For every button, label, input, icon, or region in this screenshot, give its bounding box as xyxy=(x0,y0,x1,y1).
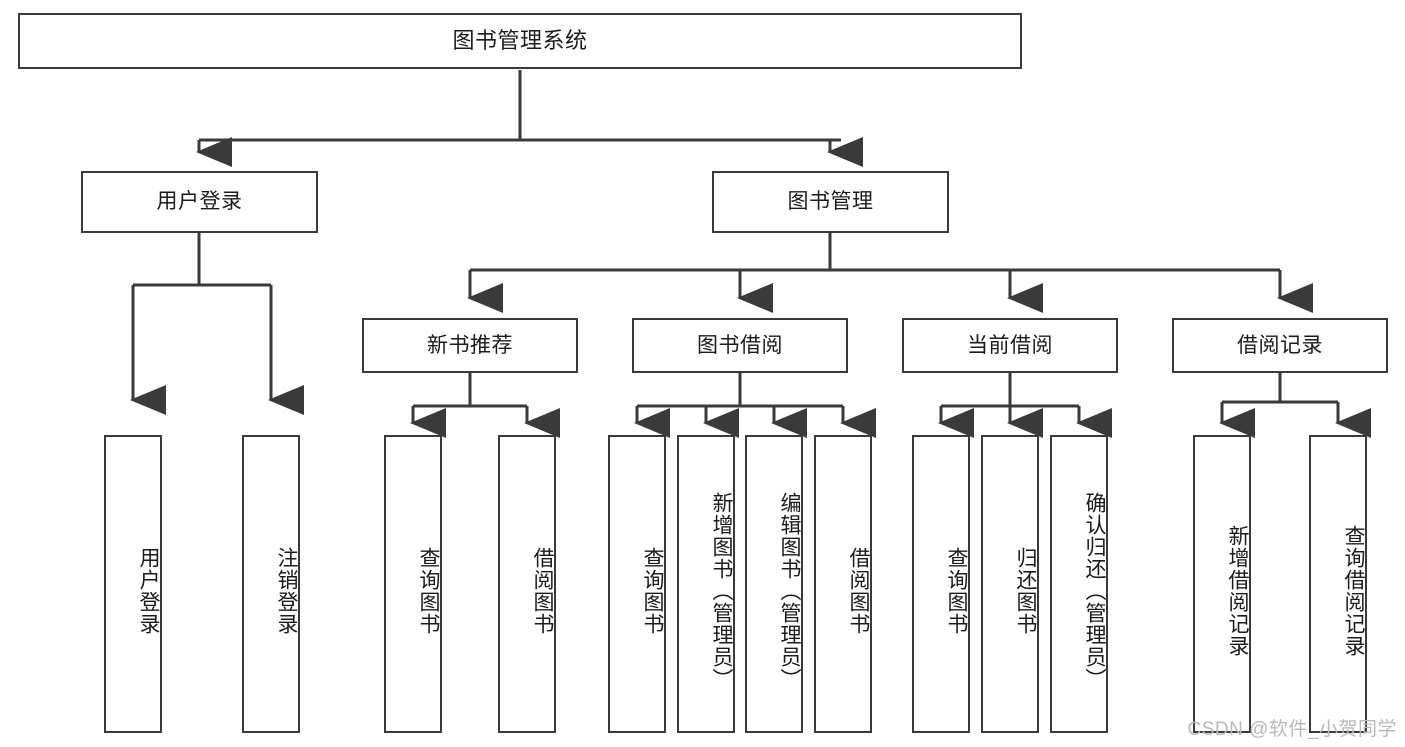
node-user-login[interactable]: 用户登录 xyxy=(81,171,318,233)
node-leaf-user-logout[interactable]: 注销登录 xyxy=(242,435,300,733)
node-leaf-borrow-book-1[interactable]: 借阅图书 xyxy=(498,435,556,733)
node-leaf-edit-book-label: 编辑图书（管理员） xyxy=(778,492,801,690)
node-borrow-record-label: 借阅记录 xyxy=(1237,333,1323,357)
node-book-borrow[interactable]: 图书借阅 xyxy=(632,318,848,373)
watermark: CSDN @软件_小贺同学 xyxy=(1187,719,1397,740)
node-leaf-return-book[interactable]: 归还图书 xyxy=(981,435,1039,733)
node-leaf-query-book-1[interactable]: 查询图书 xyxy=(384,435,442,733)
node-root[interactable]: 图书管理系统 xyxy=(18,13,1022,69)
node-leaf-add-record-label: 新增借阅记录 xyxy=(1226,525,1249,657)
node-leaf-query-book-3-label: 查询图书 xyxy=(945,547,968,635)
node-leaf-edit-book[interactable]: 编辑图书（管理员） xyxy=(745,435,803,733)
node-new-book-rec[interactable]: 新书推荐 xyxy=(362,318,578,373)
node-leaf-user-login-label: 用户登录 xyxy=(137,547,160,635)
node-current-borrow[interactable]: 当前借阅 xyxy=(902,318,1118,373)
node-leaf-query-book-2-label: 查询图书 xyxy=(641,547,664,635)
node-leaf-query-record[interactable]: 查询借阅记录 xyxy=(1309,435,1367,733)
node-current-borrow-label: 当前借阅 xyxy=(967,333,1053,357)
node-book-manage[interactable]: 图书管理 xyxy=(712,171,949,233)
node-leaf-add-book[interactable]: 新增图书（管理员） xyxy=(677,435,735,733)
node-leaf-query-book-1-label: 查询图书 xyxy=(417,547,440,635)
node-leaf-borrow-book-2[interactable]: 借阅图书 xyxy=(814,435,872,733)
node-leaf-return-book-label: 归还图书 xyxy=(1014,547,1037,635)
node-leaf-query-book-2[interactable]: 查询图书 xyxy=(608,435,666,733)
node-leaf-user-logout-label: 注销登录 xyxy=(275,547,298,635)
node-leaf-borrow-book-2-label: 借阅图书 xyxy=(847,547,870,635)
node-leaf-add-book-label: 新增图书（管理员） xyxy=(710,492,733,690)
node-leaf-borrow-book-1-label: 借阅图书 xyxy=(531,547,554,635)
node-leaf-add-record[interactable]: 新增借阅记录 xyxy=(1193,435,1251,733)
node-user-login-label: 用户登录 xyxy=(156,190,243,214)
node-leaf-user-login[interactable]: 用户登录 xyxy=(104,435,162,733)
node-leaf-confirm-return[interactable]: 确认归还（管理员） xyxy=(1050,435,1108,733)
node-book-manage-label: 图书管理 xyxy=(787,190,874,214)
node-new-book-rec-label: 新书推荐 xyxy=(427,333,513,357)
node-leaf-confirm-return-label: 确认归还（管理员） xyxy=(1083,492,1106,690)
node-book-borrow-label: 图书借阅 xyxy=(697,333,783,357)
node-leaf-query-record-label: 查询借阅记录 xyxy=(1342,525,1365,657)
node-root-label: 图书管理系统 xyxy=(452,27,588,53)
node-leaf-query-book-3[interactable]: 查询图书 xyxy=(912,435,970,733)
node-borrow-record[interactable]: 借阅记录 xyxy=(1172,318,1388,373)
